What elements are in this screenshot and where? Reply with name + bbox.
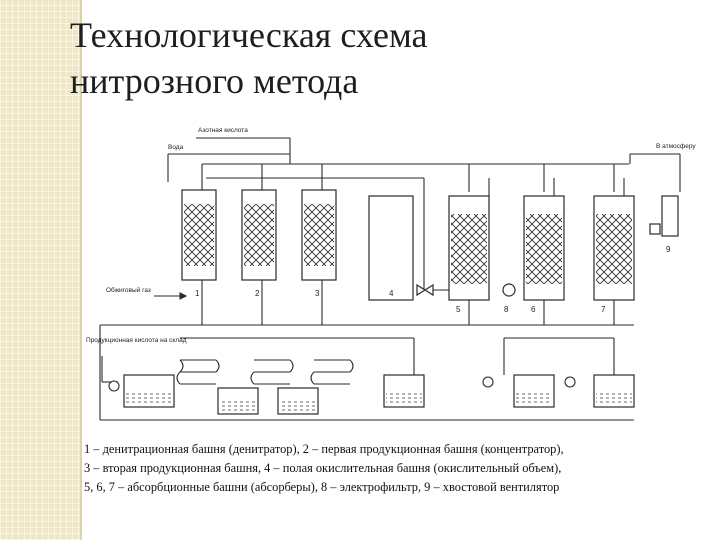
caption-line-1: 1 – денитрационная башня (денитратор), 2… — [84, 442, 564, 456]
cooler-coil-1 — [176, 359, 220, 385]
tower-number-6: 6 — [531, 305, 536, 314]
label-product-acid: Продукционная кислота на склад — [86, 337, 187, 344]
tower-number-1: 1 — [195, 289, 200, 298]
pump-3 — [564, 376, 576, 388]
tower-4-oxidation — [368, 195, 414, 301]
decorative-side-rule — [80, 0, 82, 540]
electrofilter-8 — [502, 283, 516, 297]
decorative-side-strip — [0, 0, 80, 540]
pump-2 — [482, 376, 494, 388]
tower-number-8: 8 — [504, 305, 509, 314]
tower-number-2: 2 — [255, 289, 260, 298]
tower-number-7: 7 — [601, 305, 606, 314]
cooler-coil-2 — [250, 359, 294, 385]
tail-fan-9 — [661, 195, 679, 237]
tower-number-3: 3 — [315, 289, 320, 298]
pump-1 — [108, 380, 120, 392]
slide-title-line-2: нитрозного метода — [70, 61, 359, 101]
label-roasting-gas: Обжиговый газ — [106, 286, 151, 294]
tower-number-9: 9 — [666, 245, 671, 254]
slide-title-line-1: Технологическая схема — [70, 15, 428, 55]
diagram-caption: 1 – денитрационная башня (денитратор), 2… — [84, 440, 714, 497]
process-flow-svg: Азотная кислота Вода В атмосферу Обжигов… — [86, 127, 696, 421]
caption-line-3: 5, 6, 7 – абсорбционные башни (абсорберы… — [84, 480, 560, 494]
cooler-coil-3 — [310, 359, 354, 385]
label-to-atmosphere: В атмосферу — [656, 143, 696, 150]
label-water: Вода — [168, 144, 184, 151]
slide-title: Технологическая схема нитрозного метода — [70, 12, 690, 104]
process-flow-diagram: Азотная кислота Вода В атмосферу Обжигов… — [84, 120, 698, 438]
caption-line-2: 3 – вторая продукционная башня, 4 – пола… — [84, 461, 562, 475]
tower-number-4: 4 — [389, 289, 394, 298]
label-nitric-acid: Азотная кислота — [198, 127, 248, 134]
tower-number-5: 5 — [456, 305, 461, 314]
